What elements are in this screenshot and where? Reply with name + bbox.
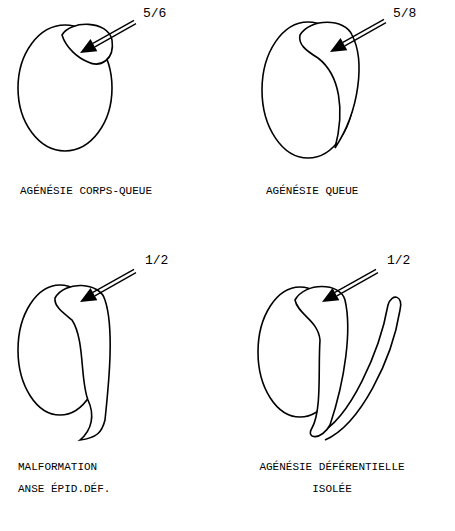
callout-number: 1/2: [387, 250, 410, 272]
figure-caption: AGÉNÉSIE QUEUE: [266, 180, 358, 202]
pointer-arrow: [330, 19, 386, 52]
figure-caption: AGÉNÉSIE DÉFÉRENTIELLE ISOLÉE: [252, 456, 412, 500]
testis-outline: [18, 25, 112, 151]
callout-number: 1/2: [145, 250, 168, 272]
epididymis-body: [300, 22, 359, 148]
callout-number: 5/6: [143, 3, 166, 25]
pointer-arrow: [80, 20, 136, 53]
callout-number: 5/8: [393, 3, 416, 25]
figure-caption: MALFORMATION ANSE ÉPID.DÉF.: [18, 456, 118, 500]
pointer-arrow: [80, 269, 136, 302]
figure-caption: AGÉNÉSIE CORPS-QUEUE: [20, 180, 152, 202]
epididymis-malformed: [55, 285, 110, 440]
epididymis-full: [295, 287, 348, 437]
pointer-arrow: [322, 269, 378, 302]
